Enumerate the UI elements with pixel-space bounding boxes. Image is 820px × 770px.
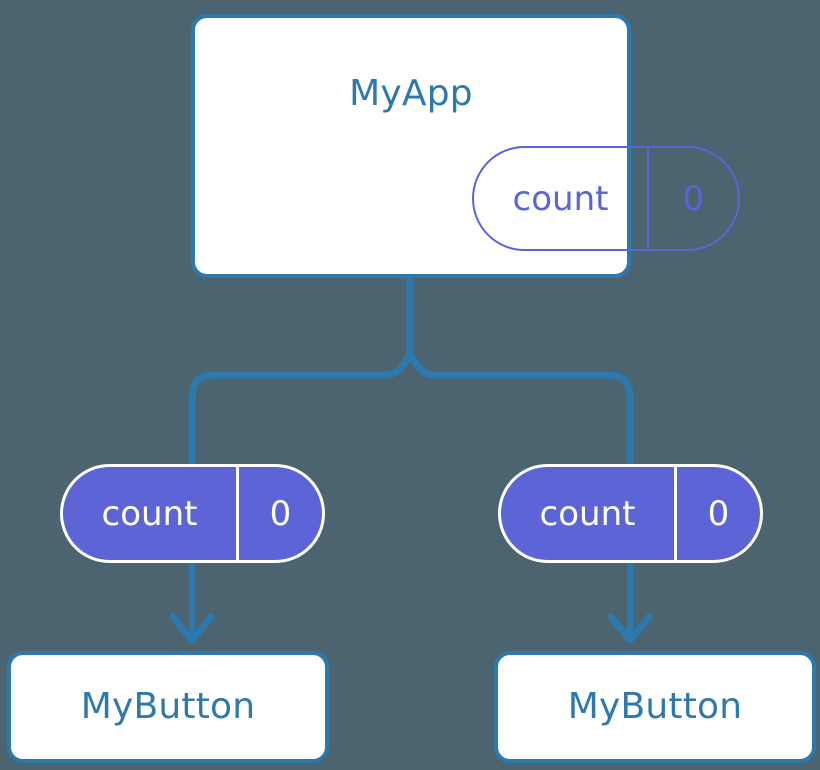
- child-component-mybutton-left[interactable]: MyButton: [7, 651, 329, 763]
- connector-arrow-left-head: [169, 613, 215, 644]
- child-component-right-title: MyButton: [567, 686, 743, 727]
- root-component-myapp[interactable]: MyApp count 0: [191, 14, 740, 278]
- root-state-key: count: [512, 178, 609, 219]
- connector-branch-right: [406, 351, 634, 470]
- child-component-mybutton-right[interactable]: MyButton: [494, 651, 816, 763]
- props-left-value: 0: [236, 467, 322, 560]
- props-left-key: count: [101, 493, 198, 534]
- props-pill-left[interactable]: count 0: [60, 464, 325, 563]
- props-right-key: count: [539, 493, 636, 534]
- props-right-value: 0: [674, 467, 760, 560]
- connector-branch-left: [188, 351, 414, 470]
- root-state-value: 0: [647, 148, 738, 249]
- props-pill-right[interactable]: count 0: [498, 464, 763, 563]
- connector-arrow-right-head: [607, 613, 653, 644]
- root-component-title: MyApp: [349, 73, 473, 114]
- child-component-left-title: MyButton: [80, 686, 256, 727]
- root-state-pill[interactable]: count 0: [472, 146, 740, 251]
